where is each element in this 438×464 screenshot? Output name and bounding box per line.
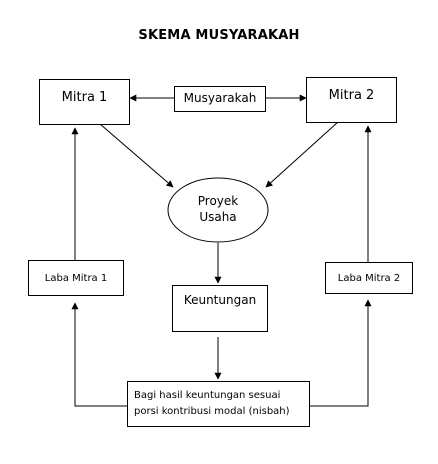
laba-mitra2-node: Laba Mitra 2 — [325, 262, 413, 294]
musyarakah-label: Musyarakah — [183, 91, 257, 105]
proyek-usaha-line1: Proyek — [197, 194, 239, 208]
arrow-bagi-hasil-to-laba-mitra2 — [310, 299, 372, 407]
arrow-mitra2-to-proyek — [265, 121, 339, 188]
mitra1-node: Mitra 1 — [39, 79, 130, 125]
mitra2-node: Mitra 2 — [306, 77, 397, 123]
proyek-usaha-node — [167, 177, 269, 243]
diagram-title: SKEMA MUSYARAKAH — [138, 28, 300, 43]
keuntungan-label: Keuntungan — [183, 293, 257, 307]
mitra2-label: Mitra 2 — [328, 88, 375, 103]
arrow-mitra1-to-proyek — [99, 123, 174, 188]
proyek-usaha-line2: Usaha — [199, 210, 237, 224]
keuntungan-node: Keuntungan — [172, 285, 268, 332]
laba-mitra1-label: Laba Mitra 1 — [44, 273, 108, 284]
laba-mitra1-node: Laba Mitra 1 — [28, 260, 124, 296]
laba-mitra2-label: Laba Mitra 2 — [337, 273, 401, 284]
bagi-hasil-line2: porsi kontribusi modal (nisbah) — [134, 406, 290, 417]
mitra1-label: Mitra 1 — [61, 90, 108, 105]
musyarakah-node: Musyarakah — [174, 86, 266, 112]
bagi-hasil-line1: Bagi hasil keuntungan sesuai — [134, 390, 281, 401]
bagi-hasil-node: Bagi hasil keuntungan sesuai porsi kontr… — [127, 381, 310, 427]
arrow-bagi-hasil-to-laba-mitra1 — [71, 302, 127, 407]
